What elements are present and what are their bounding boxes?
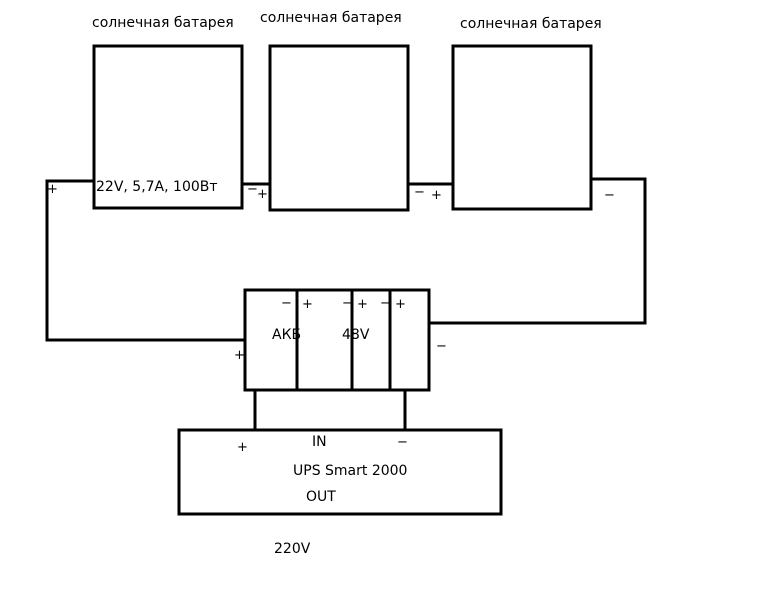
panel-1-minus-sign: −	[247, 182, 258, 197]
battery-label: АКБ	[272, 327, 301, 343]
ups-plus-sign: +	[237, 440, 248, 455]
panel-3-plus-sign: +	[431, 188, 442, 203]
panel-1-title: солнечная батарея	[92, 15, 234, 31]
battery-plus-terminal-sign: +	[234, 348, 245, 363]
wire-panel3-minus-to-battery	[430, 177, 647, 325]
battery-minus-terminal-sign: −	[436, 339, 447, 354]
panel-1-plus-sign: +	[47, 182, 58, 197]
cell-3-minus-sign: −	[380, 296, 391, 311]
ups-minus-sign: −	[397, 435, 408, 450]
panel-2-title: солнечная батарея	[260, 10, 402, 26]
cell-2-plus-sign: +	[302, 297, 313, 312]
wire-panel1-plus-to-battery	[45, 179, 244, 342]
ups-name: UPS Smart 2000	[293, 463, 407, 479]
panel-3-title: солнечная батарея	[460, 16, 602, 32]
cell-2-minus-sign: −	[342, 296, 353, 311]
solar-panel-3	[451, 44, 593, 211]
panel-2-plus-sign: +	[257, 187, 268, 202]
cell-3-plus-sign: +	[357, 297, 368, 312]
cell-1-minus-sign: −	[281, 296, 292, 311]
solar-panel-2	[268, 44, 410, 212]
ups-box	[177, 428, 503, 516]
panel-1-spec: 22V, 5,7A, 100Вт	[96, 179, 218, 195]
ups-in-label: IN	[312, 434, 327, 450]
output-voltage: 220V	[274, 541, 311, 557]
panel-3-minus-sign: −	[604, 188, 615, 203]
battery-voltage: 48V	[342, 327, 370, 343]
solar-panel-1	[92, 44, 244, 210]
battery-bank	[243, 288, 431, 392]
cell-4-plus-sign: +	[395, 297, 406, 312]
panel-2-minus-sign: −	[414, 185, 425, 200]
ups-out-label: OUT	[306, 489, 336, 505]
